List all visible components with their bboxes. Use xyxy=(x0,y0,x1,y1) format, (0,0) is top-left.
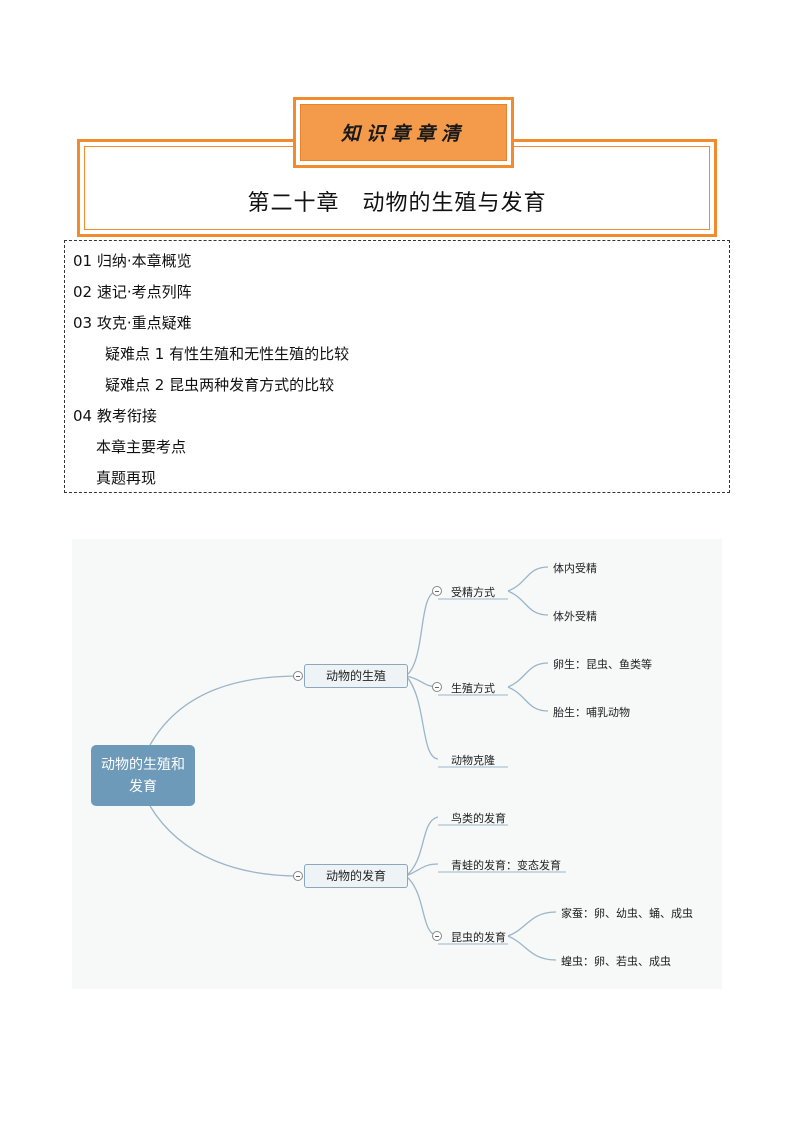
table-of-contents: 01 归纳·本章概览 02 速记·考点列阵 03 攻克·重点疑难 疑难点 1 有… xyxy=(64,240,730,493)
root-node[interactable]: 动物的生殖和发育 xyxy=(91,745,195,806)
section-tab-fill: 知识章章清 xyxy=(300,104,507,161)
connector-dev-insects xyxy=(405,875,439,937)
collapse-reproduction-icon[interactable] xyxy=(293,671,303,681)
branch-node-development[interactable]: 动物的发育 xyxy=(304,864,408,888)
toc-item-03[interactable]: 03 攻克·重点疑难 xyxy=(73,314,192,332)
connector-mode-viviparous xyxy=(507,686,549,712)
toc-item-04[interactable]: 04 教考衔接 xyxy=(73,407,157,425)
subnode-frog-development[interactable]: 青蛙的发育：变态发育 xyxy=(451,859,561,872)
chapter-title: 第二十章 动物的生殖与发育 xyxy=(247,191,547,216)
connector-repro-fertilization xyxy=(405,590,439,677)
connector-dev-frog xyxy=(405,863,439,877)
connector-repro-cloning xyxy=(405,675,439,760)
toc-subitem-difficulty-1[interactable]: 疑难点 1 有性生殖和无性生殖的比较 xyxy=(105,345,350,363)
subnode-fertilization[interactable]: 受精方式 xyxy=(451,586,495,599)
subnode-bird-development[interactable]: 鸟类的发育 xyxy=(451,812,506,825)
toc-item-02[interactable]: 02 速记·考点列阵 xyxy=(73,283,192,301)
toc-subitem-past-exams[interactable]: 真题再现 xyxy=(96,469,157,487)
connector-mode-oviparous xyxy=(507,662,549,688)
connector-insect-silkworm xyxy=(507,911,557,937)
section-tab: 知识章章清 xyxy=(293,97,514,168)
leaf-silkworm[interactable]: 家蚕：卵、幼虫、蛹、成虫 xyxy=(561,907,693,920)
connector-fert-internal xyxy=(507,566,549,592)
section-tab-label: 知识章章清 xyxy=(340,123,466,145)
collapse-fertilization-icon[interactable] xyxy=(432,586,442,596)
connector-root-development xyxy=(149,805,300,877)
leaf-locust[interactable]: 蝗虫：卵、若虫、成虫 xyxy=(561,955,671,968)
leaf-oviparous[interactable]: 卵生：昆虫、鱼类等 xyxy=(553,658,652,671)
leaf-external-fertilization[interactable]: 体外受精 xyxy=(553,610,597,623)
collapse-insect-development-icon[interactable] xyxy=(432,931,442,941)
subnode-insect-development[interactable]: 昆虫的发育 xyxy=(451,931,506,944)
subnode-animal-cloning[interactable]: 动物克隆 xyxy=(451,754,495,767)
branch-node-reproduction[interactable]: 动物的生殖 xyxy=(304,664,408,688)
leaf-internal-fertilization[interactable]: 体内受精 xyxy=(553,562,597,575)
connector-dev-birds xyxy=(405,816,439,877)
connector-root-reproduction xyxy=(149,675,300,746)
leaf-viviparous[interactable]: 胎生：哺乳动物 xyxy=(553,706,630,719)
connector-insect-locust xyxy=(507,935,557,961)
collapse-reproduction-mode-icon[interactable] xyxy=(432,682,442,692)
toc-subitem-difficulty-2[interactable]: 疑难点 2 昆虫两种发育方式的比较 xyxy=(105,376,335,394)
toc-item-01[interactable]: 01 归纳·本章概览 xyxy=(73,252,192,270)
collapse-development-icon[interactable] xyxy=(293,871,303,881)
subnode-reproduction-mode[interactable]: 生殖方式 xyxy=(451,682,495,695)
mind-map: 动物的生殖和发育 动物的生殖 动物的发育 受精方式 体内受精 体外受精 生殖方式… xyxy=(72,539,722,989)
connector-fert-external xyxy=(507,590,549,616)
toc-subitem-key-points[interactable]: 本章主要考点 xyxy=(96,438,187,456)
